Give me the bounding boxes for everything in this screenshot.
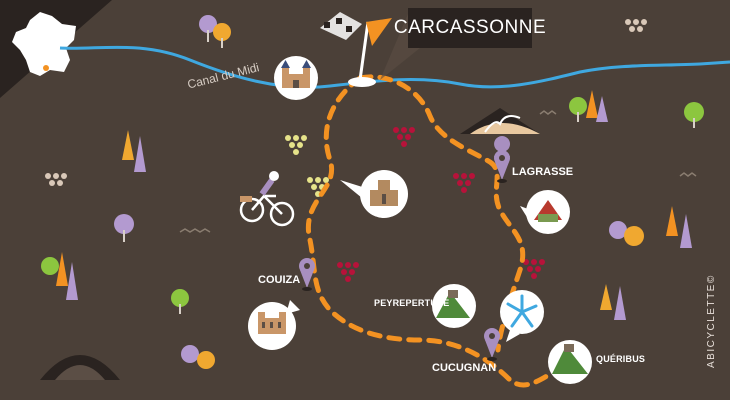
title-box: CARCASSONNE: [394, 8, 546, 48]
france-map-icon: [12, 12, 76, 76]
pin-lagrasse: [494, 136, 511, 183]
castle-icon: [274, 56, 318, 100]
map-title: CARCASSONNE: [393, 17, 547, 38]
place-couiza: COUIZA: [258, 274, 301, 286]
river: [59, 45, 730, 89]
cyclist-icon: [239, 171, 295, 227]
place-cucugnan: CUCUGNAN: [432, 362, 497, 374]
flag-icon: [320, 12, 392, 87]
place-queribus: QUÉRIBUS: [596, 354, 646, 364]
credit-label: ABICYCLETTE©: [706, 274, 717, 368]
grapes-icon: [337, 127, 545, 282]
fortress-icon: [432, 284, 476, 328]
mountain-icon: [460, 108, 540, 134]
chateau-icon: [520, 190, 570, 234]
abbey-icon: [340, 170, 408, 218]
pin-cucugnan: [484, 328, 500, 361]
windmill-icon: [500, 290, 544, 342]
trees-icon: [41, 15, 704, 369]
route-line: [305, 74, 563, 388]
place-lagrasse: LAGRASSE: [512, 166, 574, 178]
place-peyrepertuse: PEYREPERTUSE: [374, 298, 450, 308]
pin-couiza: [299, 258, 315, 291]
